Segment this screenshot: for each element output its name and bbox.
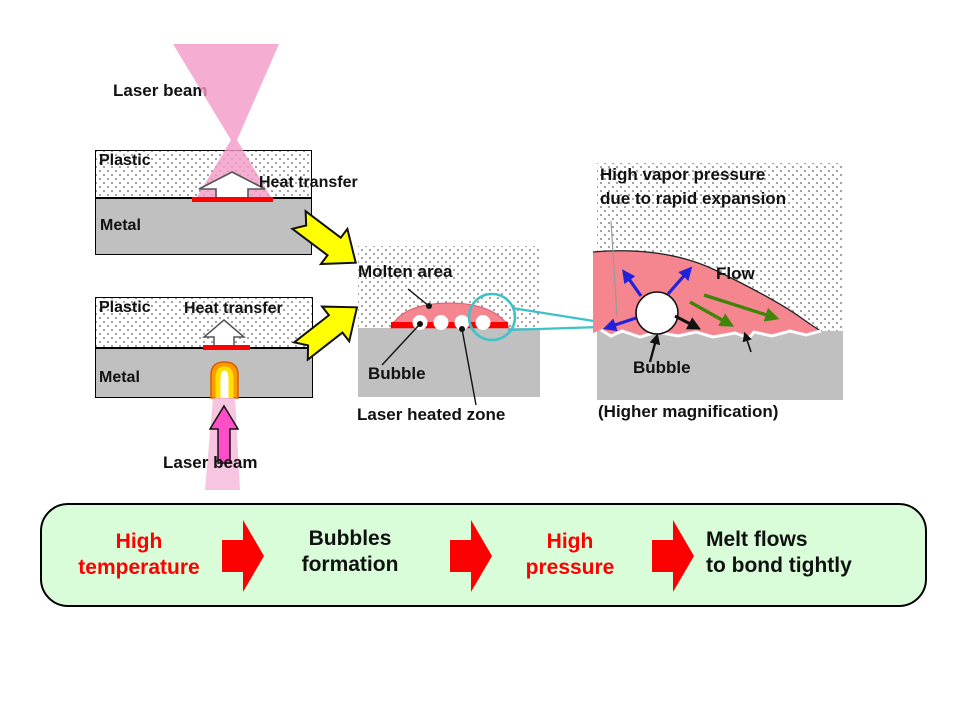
flow-step-line: Melt flows: [706, 528, 808, 551]
flow-step-line: pressure: [525, 556, 615, 579]
panel3-metal-region: [358, 328, 540, 397]
panel1-heat-transfer-label: Heat transfer: [259, 174, 358, 191]
panel3-laser-heated-zone-label: Laser heated zone: [357, 405, 506, 424]
panel1-metal-layer: [95, 198, 312, 255]
panel2-metal-label: Metal: [99, 369, 140, 386]
panel3-plastic-region: [358, 246, 540, 328]
panel4-vapor-line1: High vapor pressure: [600, 165, 766, 184]
panel4-flow-label: Flow: [716, 264, 755, 283]
flow-step-line: High: [546, 530, 594, 553]
panel2-laser-beam-label: Laser beam: [163, 453, 258, 472]
panel3-bubble-label: Bubble: [368, 364, 426, 383]
panel1-plastic-label: Plastic: [99, 152, 151, 169]
panel4-bubble-label: Bubble: [633, 358, 691, 377]
flow-step-line: temperature: [78, 556, 200, 579]
flow-step-high-pressure: High pressure: [498, 529, 642, 581]
flow-step-line: High: [115, 530, 163, 553]
panel3-molten-area-label: Molten area: [358, 262, 453, 281]
panel4-vapor-line2: due to rapid expansion: [600, 189, 787, 208]
flow-step-bubbles-formation: Bubbles formation: [268, 526, 432, 578]
panel2-metal-layer: [95, 348, 313, 398]
panel2-heat-transfer-label: Heat transfer: [184, 300, 283, 317]
flow-step-high-temperature: High temperature: [50, 529, 228, 581]
flow-step-line: to bond tightly: [706, 554, 852, 577]
flow-step-line: formation: [301, 553, 399, 576]
panel4-metal-region: [597, 331, 843, 400]
flow-step-melt-flows: Melt flows to bond tightly: [706, 527, 926, 579]
panel1-laser-beam-label: Laser beam: [113, 81, 208, 100]
flow-step-line: Bubbles: [308, 527, 392, 550]
panel4-magnification-label: (Higher magnification): [598, 402, 779, 421]
laser-beam-column: [205, 398, 240, 490]
panel1-metal-label: Metal: [100, 217, 141, 234]
panel2-plastic-label: Plastic: [99, 299, 151, 316]
